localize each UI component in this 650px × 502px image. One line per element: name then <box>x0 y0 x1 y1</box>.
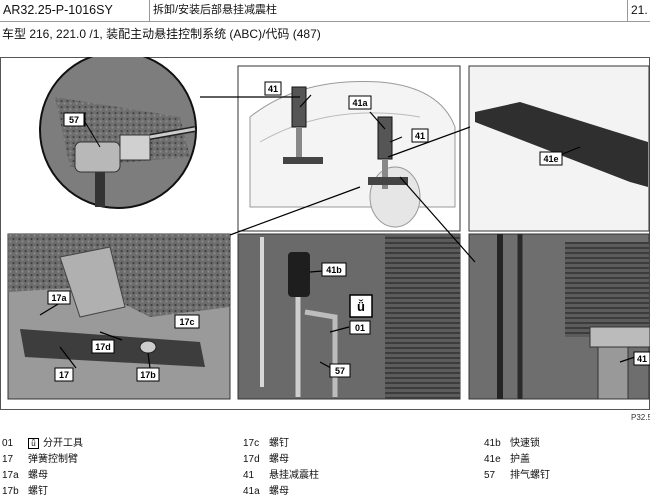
tool-icon: ǚ <box>28 437 39 449</box>
figure-id: P32.5 <box>631 413 650 422</box>
callout-17a: 17a <box>51 293 67 303</box>
callout-17b: 17b <box>140 370 156 380</box>
callout-57-top: 57 <box>69 115 79 125</box>
callout-41b: 41b <box>326 265 342 275</box>
document-id: AR32.25-P-1016SY <box>0 0 150 21</box>
page-number: 21. <box>631 3 648 17</box>
callout-17c: 17c <box>179 317 194 327</box>
photo-cover <box>468 65 650 232</box>
callout-57-bottom: 57 <box>335 366 345 376</box>
procedure-figure: ǚ 57 41 41a 41 <box>0 57 650 410</box>
callout-41-left: 41 <box>268 84 278 94</box>
callout-41a: 41a <box>352 98 368 108</box>
document-header: AR32.25-P-1016SY 拆卸/安装后部悬挂减震柱 21. <box>0 0 650 22</box>
vehicle-model-line: 车型 216, 221.0 /1, 装配主动悬挂控制系统 (ABC)/代码 (4… <box>2 27 321 41</box>
callout-17d: 17d <box>95 342 111 352</box>
callout-41e: 41e <box>543 154 558 164</box>
document-title: 拆卸/安装后部悬挂减震柱 <box>150 0 628 21</box>
svg-text:ǚ: ǚ <box>357 299 365 314</box>
photo-spring-control-arm <box>7 233 231 400</box>
photo-exhaust-screw <box>39 57 197 209</box>
callout-41-strut: 41 <box>637 354 647 364</box>
callout-17: 17 <box>59 370 69 380</box>
callout-41-right: 41 <box>415 131 425 141</box>
photo-strut <box>468 233 650 400</box>
callout-01: 01 <box>355 323 365 333</box>
